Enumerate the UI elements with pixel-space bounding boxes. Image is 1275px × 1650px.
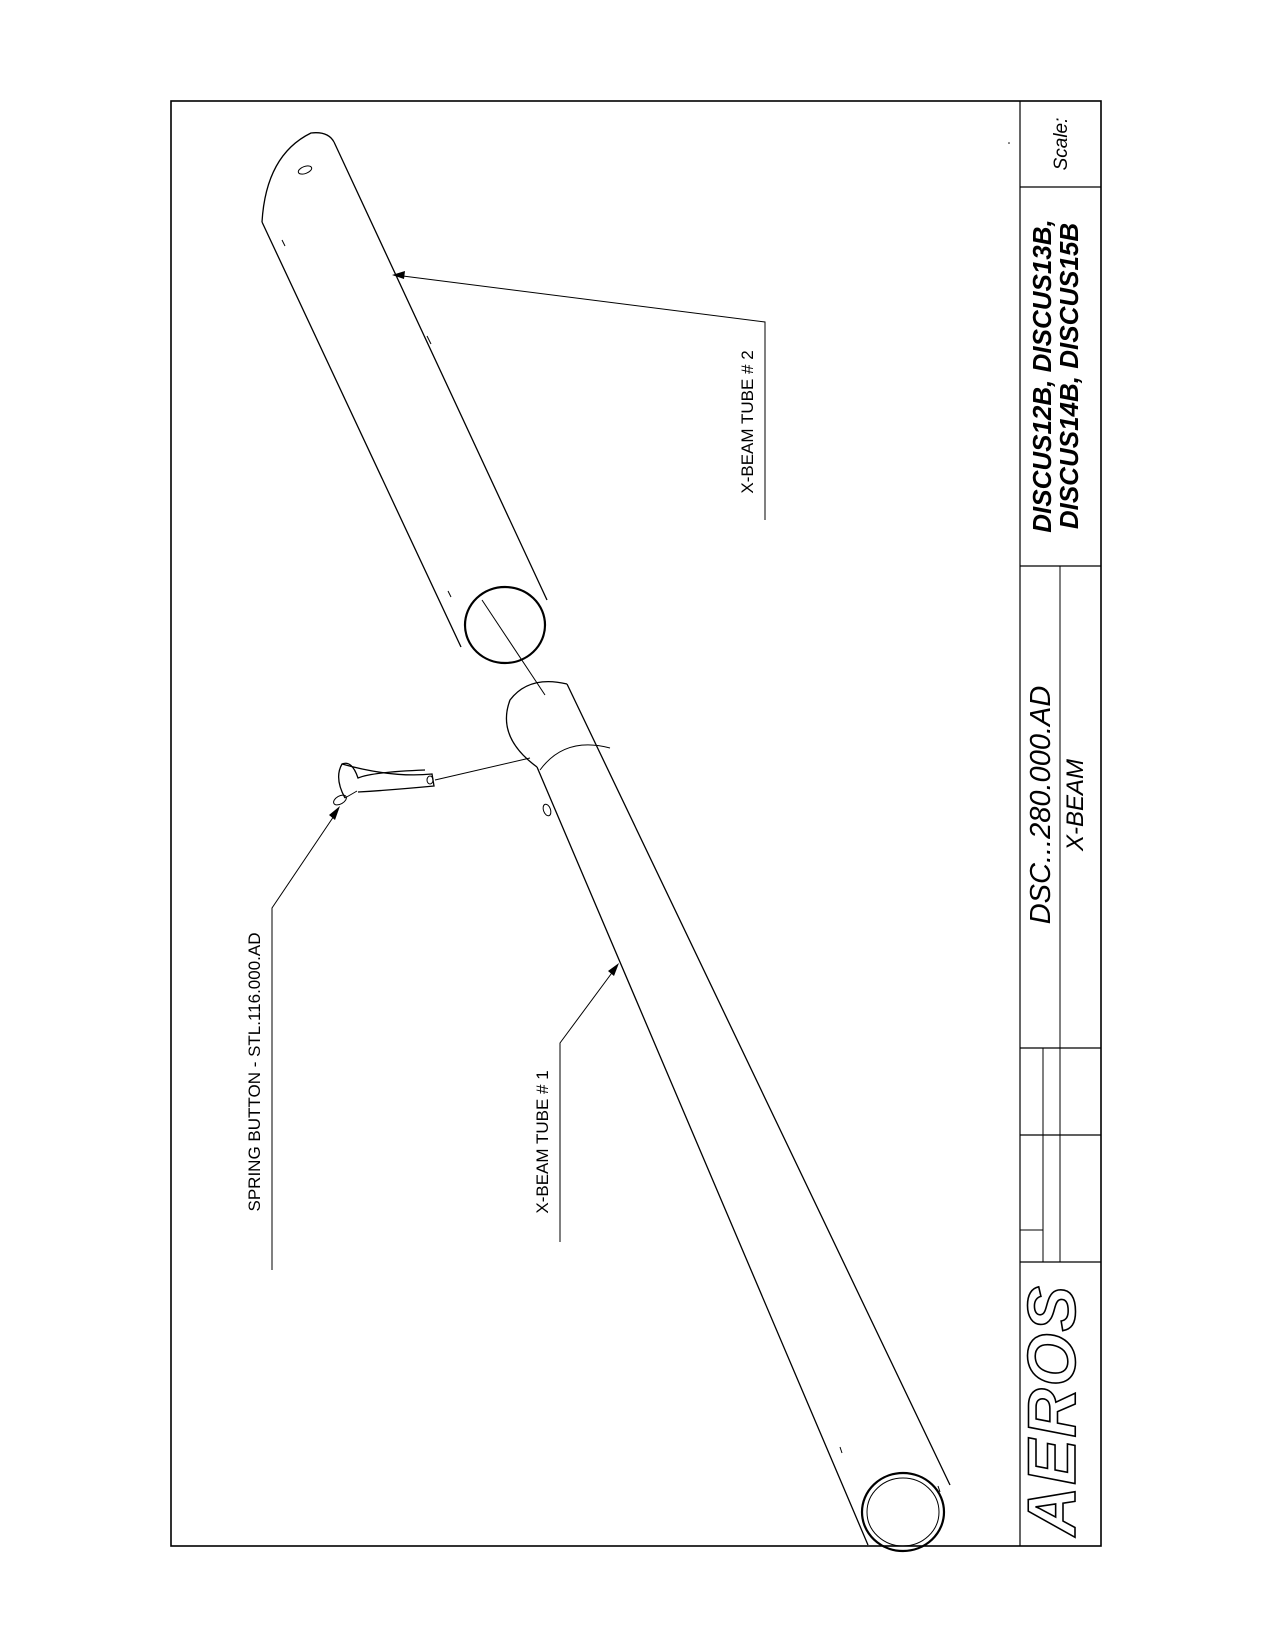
svg-text:DISCUS12B, DISCUS13B,: DISCUS12B, DISCUS13B, (1027, 219, 1057, 533)
x-beam-tube-1 (505, 681, 951, 1553)
svg-text:Scale:: Scale: (1051, 118, 1072, 171)
callout-tube-2: X-BEAM TUBE # 2 (392, 271, 766, 520)
x-beam-tube-2 (261, 132, 548, 665)
tube-1-open-end (860, 1471, 946, 1553)
callout-spring-button: SPRING BUTTON - STL.116.000.AD (245, 806, 340, 1270)
callout-tube-1-label: X-BEAM TUBE # 1 (533, 1070, 552, 1213)
tube-2-open-end (463, 585, 547, 665)
svg-text:DSC...280.000.AD: DSC...280.000.AD (1025, 686, 1057, 925)
title-block (1019, 101, 1101, 1546)
callout-tube-1: X-BEAM TUBE # 1 (533, 963, 619, 1242)
model-list-line2: DISCUS14B, DISCUS15B (1054, 223, 1084, 529)
callout-spring-button-label: SPRING BUTTON - STL.116.000.AD (245, 932, 264, 1211)
scale-label: Scale: (1051, 118, 1072, 171)
spring-button (333, 757, 531, 806)
svg-text:X-BEAM: X-BEAM (1062, 759, 1089, 852)
stray-dot (1008, 142, 1010, 144)
svg-text:DISCUS14B, DISCUS15B: DISCUS14B, DISCUS15B (1054, 223, 1084, 529)
drawing-title: X-BEAM (1062, 759, 1089, 852)
model-list-line1: DISCUS12B, DISCUS13B, (1027, 219, 1057, 533)
svg-text:AEROS: AEROS (1014, 1284, 1090, 1538)
callout-tube-2-label: X-BEAM TUBE # 2 (738, 350, 757, 493)
aeros-logo: AEROS (1013, 1283, 1091, 1538)
drawing-number: DSC...280.000.AD (1025, 686, 1057, 925)
tube-centerline (481, 599, 546, 696)
drawing-border (170, 100, 1102, 1547)
